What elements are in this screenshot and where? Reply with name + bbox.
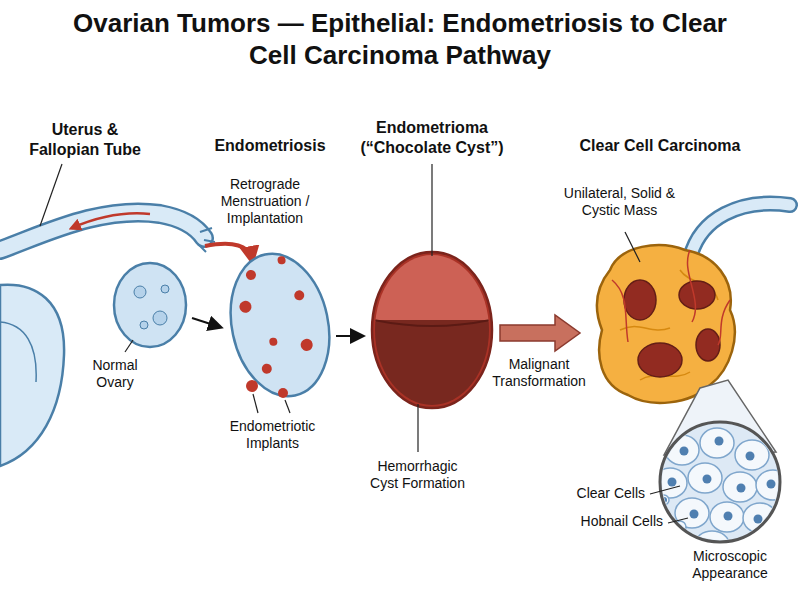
implant-spot — [300, 338, 314, 352]
clear-cell — [710, 502, 744, 532]
fluid-level — [374, 320, 490, 326]
nucleus — [668, 478, 677, 487]
normal-ovary — [114, 263, 186, 347]
leader-line — [431, 164, 432, 256]
clear-cell — [653, 468, 687, 498]
nucleus — [703, 475, 712, 484]
nucleus — [746, 452, 755, 461]
clear-cell — [756, 470, 790, 500]
process-label: Retrograde Menstruation / Implantation — [203, 176, 327, 227]
implant-spot — [269, 337, 278, 346]
clear-cell — [700, 428, 734, 458]
stage-arrow — [192, 318, 220, 327]
nucleus — [754, 515, 763, 524]
implant-spot — [278, 388, 288, 398]
stage-arrow — [336, 335, 362, 337]
part-label: Unilateral, Solid & Cystic Mass — [552, 185, 687, 219]
hobnail-nucleus — [676, 525, 683, 532]
uterus-body — [0, 285, 64, 466]
implant-spot — [238, 300, 252, 314]
hemorrhagic-cyst — [624, 280, 656, 320]
diagram-title: Ovarian Tumors — Epithelial: Endometrios… — [50, 8, 750, 71]
follicle — [161, 285, 169, 293]
clear-cell — [723, 472, 757, 502]
clear-cell-group — [653, 428, 790, 557]
stage-heading: Endometrioma (“Chocolate Cyst”) — [347, 118, 517, 157]
process-label: Malignant Transformation — [485, 356, 593, 390]
fallopian-tube-outline — [0, 212, 204, 250]
stage-heading: Uterus & Fallopian Tube — [20, 120, 150, 159]
nucleus — [715, 437, 724, 446]
hobnail-bulge — [659, 495, 669, 505]
leader-line — [668, 518, 688, 523]
part-label: Microscopic Appearance — [675, 548, 785, 582]
fimbria — [198, 228, 215, 252]
tube-outline — [690, 204, 790, 258]
part-label: Hobnail Cells — [560, 513, 663, 530]
nucleus — [680, 447, 689, 456]
follicle — [153, 311, 167, 325]
stage-heading: Endometriosis — [200, 136, 340, 156]
retrograde-arrow — [72, 213, 150, 228]
leader-line — [285, 400, 290, 413]
uterine-cavity — [0, 322, 36, 382]
hemorrhagic-cyst — [696, 329, 720, 361]
implant-spot — [277, 256, 286, 265]
follicle — [134, 286, 146, 298]
implant-spot — [261, 363, 273, 375]
nucleus — [690, 510, 699, 519]
cyst-blood — [370, 320, 500, 420]
implant-spot — [245, 269, 257, 281]
fallopian-tube — [690, 204, 790, 258]
hemorrhagic-cyst — [679, 281, 715, 309]
part-label: Endometriotic Implants — [215, 418, 330, 452]
clear-cell — [665, 435, 699, 465]
implant-spot — [246, 380, 258, 392]
nucleus — [724, 512, 733, 521]
stage-heading: Clear Cell Carcinoma — [570, 136, 750, 156]
clear-cell — [743, 503, 777, 533]
ovary-shape — [218, 245, 342, 406]
clear-cell — [735, 440, 769, 470]
nucleus — [767, 480, 776, 489]
leader-line — [253, 394, 258, 413]
implant-spot — [293, 289, 305, 301]
leader-line — [625, 232, 640, 262]
hemorrhagic-cyst — [638, 343, 682, 377]
follicle — [140, 321, 148, 329]
tumor-lobule — [620, 270, 718, 380]
hobnail-bulge — [674, 521, 686, 533]
fallopian-tube — [0, 212, 204, 250]
part-label: Hemorrhagic Cyst Formation — [365, 458, 470, 492]
hobnail-nucleus — [661, 497, 667, 503]
endometriosis-ovary — [218, 245, 342, 406]
leader-line — [125, 340, 133, 352]
carcinoma-mass — [597, 245, 735, 403]
leader-line — [40, 164, 62, 226]
implantation-arrow — [205, 244, 252, 260]
blood-vessel — [612, 250, 730, 345]
cyst-upper-fluid — [370, 250, 500, 322]
leader-line — [417, 404, 418, 452]
part-label: Clear Cells — [555, 485, 645, 502]
clear-cell — [688, 463, 722, 493]
part-label: Normal Ovary — [78, 357, 152, 391]
leader-line — [650, 486, 680, 494]
transformation-arrow — [500, 315, 580, 351]
nucleus — [737, 484, 746, 493]
